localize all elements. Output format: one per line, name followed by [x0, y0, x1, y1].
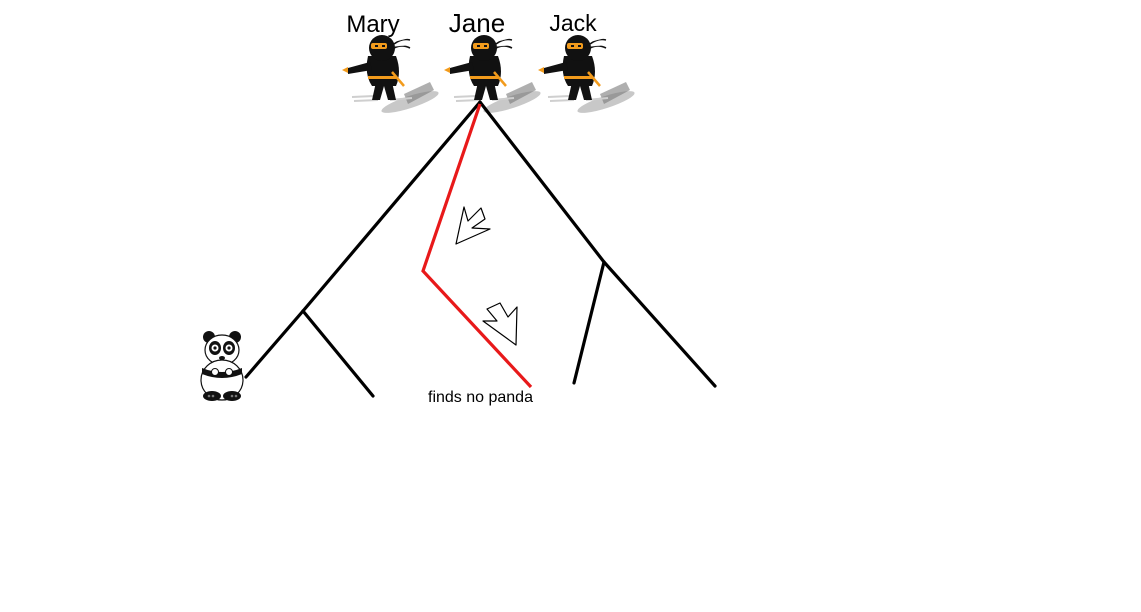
tree-edge-right-leaf-right	[602, 260, 717, 388]
search-result-caption: finds no panda	[428, 389, 533, 406]
tree-edge-left-leaf-right	[301, 309, 375, 398]
panda-icon	[200, 331, 244, 401]
down-right-arrow-icon	[482, 302, 518, 346]
search-tree	[244, 100, 717, 398]
ninja-label-mary: Mary	[346, 11, 399, 38]
ninja-icon	[340, 33, 442, 119]
tree-edge-root-left	[301, 100, 482, 313]
tree-edge-left-leaf-panda	[244, 309, 305, 379]
ninja-label-jane: Jane	[449, 8, 505, 38]
down-left-arrow-icon	[455, 206, 491, 245]
ninja-label-jack: Jack	[549, 10, 597, 36]
tree-edge-root-right	[478, 100, 606, 264]
tree-edge-right-leaf-left	[572, 260, 606, 385]
ninja-icon	[442, 33, 544, 119]
ninja-icon	[536, 33, 638, 119]
search-path	[421, 103, 533, 389]
